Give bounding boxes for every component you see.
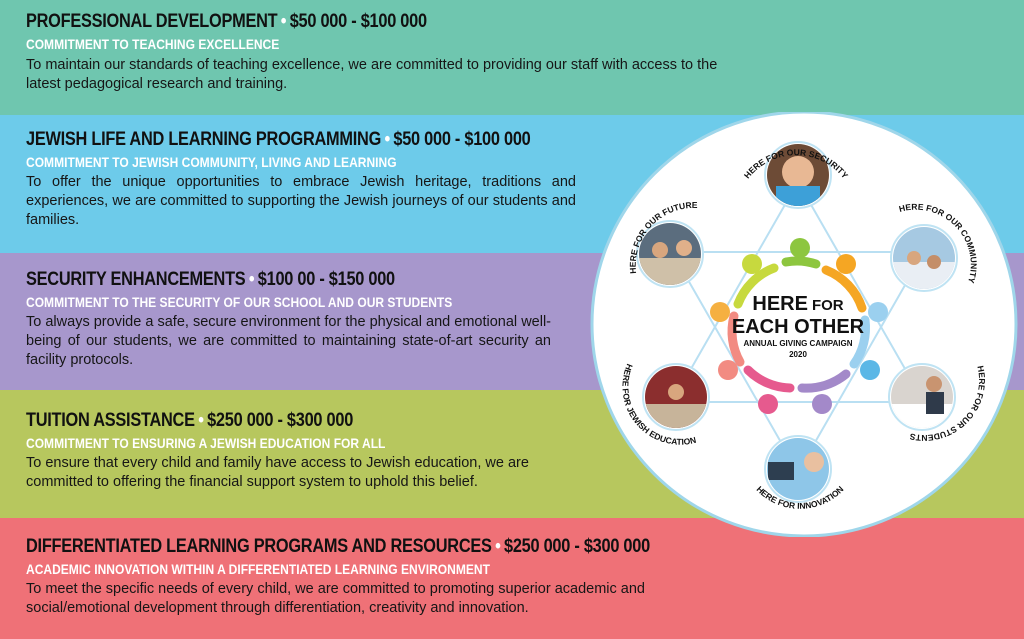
section-subheading: COMMITMENT TO ENSURING A JEWISH EDUCATIO… — [26, 435, 386, 451]
section-subheading: COMMITMENT TO JEWISH COMMUNITY, LIVING A… — [26, 154, 397, 170]
photo-community — [890, 224, 958, 292]
section-subheading: ACADEMIC INNOVATION WITHIN A DIFFERENTIA… — [26, 561, 490, 577]
section-body: To ensure that every child and family ha… — [26, 455, 529, 490]
separator-dot: • — [495, 536, 501, 557]
separator-dot: • — [198, 410, 204, 431]
emblem-circle — [590, 112, 1018, 537]
emblem-campaign: ANNUAL GIVING CAMPAIGN — [743, 339, 852, 348]
separator-dot: • — [248, 269, 255, 290]
section-heading: DIFFERENTIATED LEARNING PROGRAMS AND RES… — [26, 536, 650, 557]
amount-range: $250 000 - $300 000 — [207, 410, 354, 431]
section-heading: SECURITY ENHANCEMENTS•$100 00 - $150 000 — [26, 269, 395, 290]
section-heading: TUITION ASSISTANCE•$250 000 - $300 000 — [26, 410, 354, 431]
section-heading: PROFESSIONAL DEVELOPMENT•$50 000 - $100 … — [26, 11, 427, 32]
section-subheading: COMMITMENT TO TEACHING EXCELLENCE — [26, 36, 280, 52]
section-body: To meet the specific needs of every chil… — [26, 581, 645, 616]
photo-future — [636, 220, 704, 288]
section-body: To maintain our standards of teaching ex… — [26, 57, 718, 92]
amount-range: $100 00 - $150 000 — [257, 269, 395, 290]
amount-range: $50 000 - $100 000 — [289, 11, 427, 32]
section-body: To offer the unique opportunities to emb… — [26, 174, 576, 228]
photo-security — [764, 141, 832, 209]
section-heading: JEWISH LIFE AND LEARNING PROGRAMMING•$50… — [26, 129, 531, 150]
section-body: To always provide a safe, secure environ… — [26, 314, 551, 368]
people-ring — [710, 238, 888, 414]
photo-students — [888, 363, 956, 431]
section-professional-development: PROFESSIONAL DEVELOPMENT•$50 000 - $100 … — [0, 0, 1024, 115]
separator-dot: • — [280, 11, 287, 32]
amount-range: $50 000 - $100 000 — [393, 129, 531, 150]
section-subheading: COMMITMENT TO THE SECURITY OF OUR SCHOOL… — [26, 294, 453, 310]
section-differentiated-learning: DIFFERENTIATED LEARNING PROGRAMS AND RES… — [0, 518, 1024, 639]
emblem-year: 2020 — [789, 350, 807, 359]
photo-innovation — [764, 435, 832, 503]
separator-dot: • — [384, 129, 390, 150]
amount-range: $250 000 - $300 000 — [503, 536, 650, 557]
emblem-title-line2: EACH OTHER — [732, 316, 865, 338]
